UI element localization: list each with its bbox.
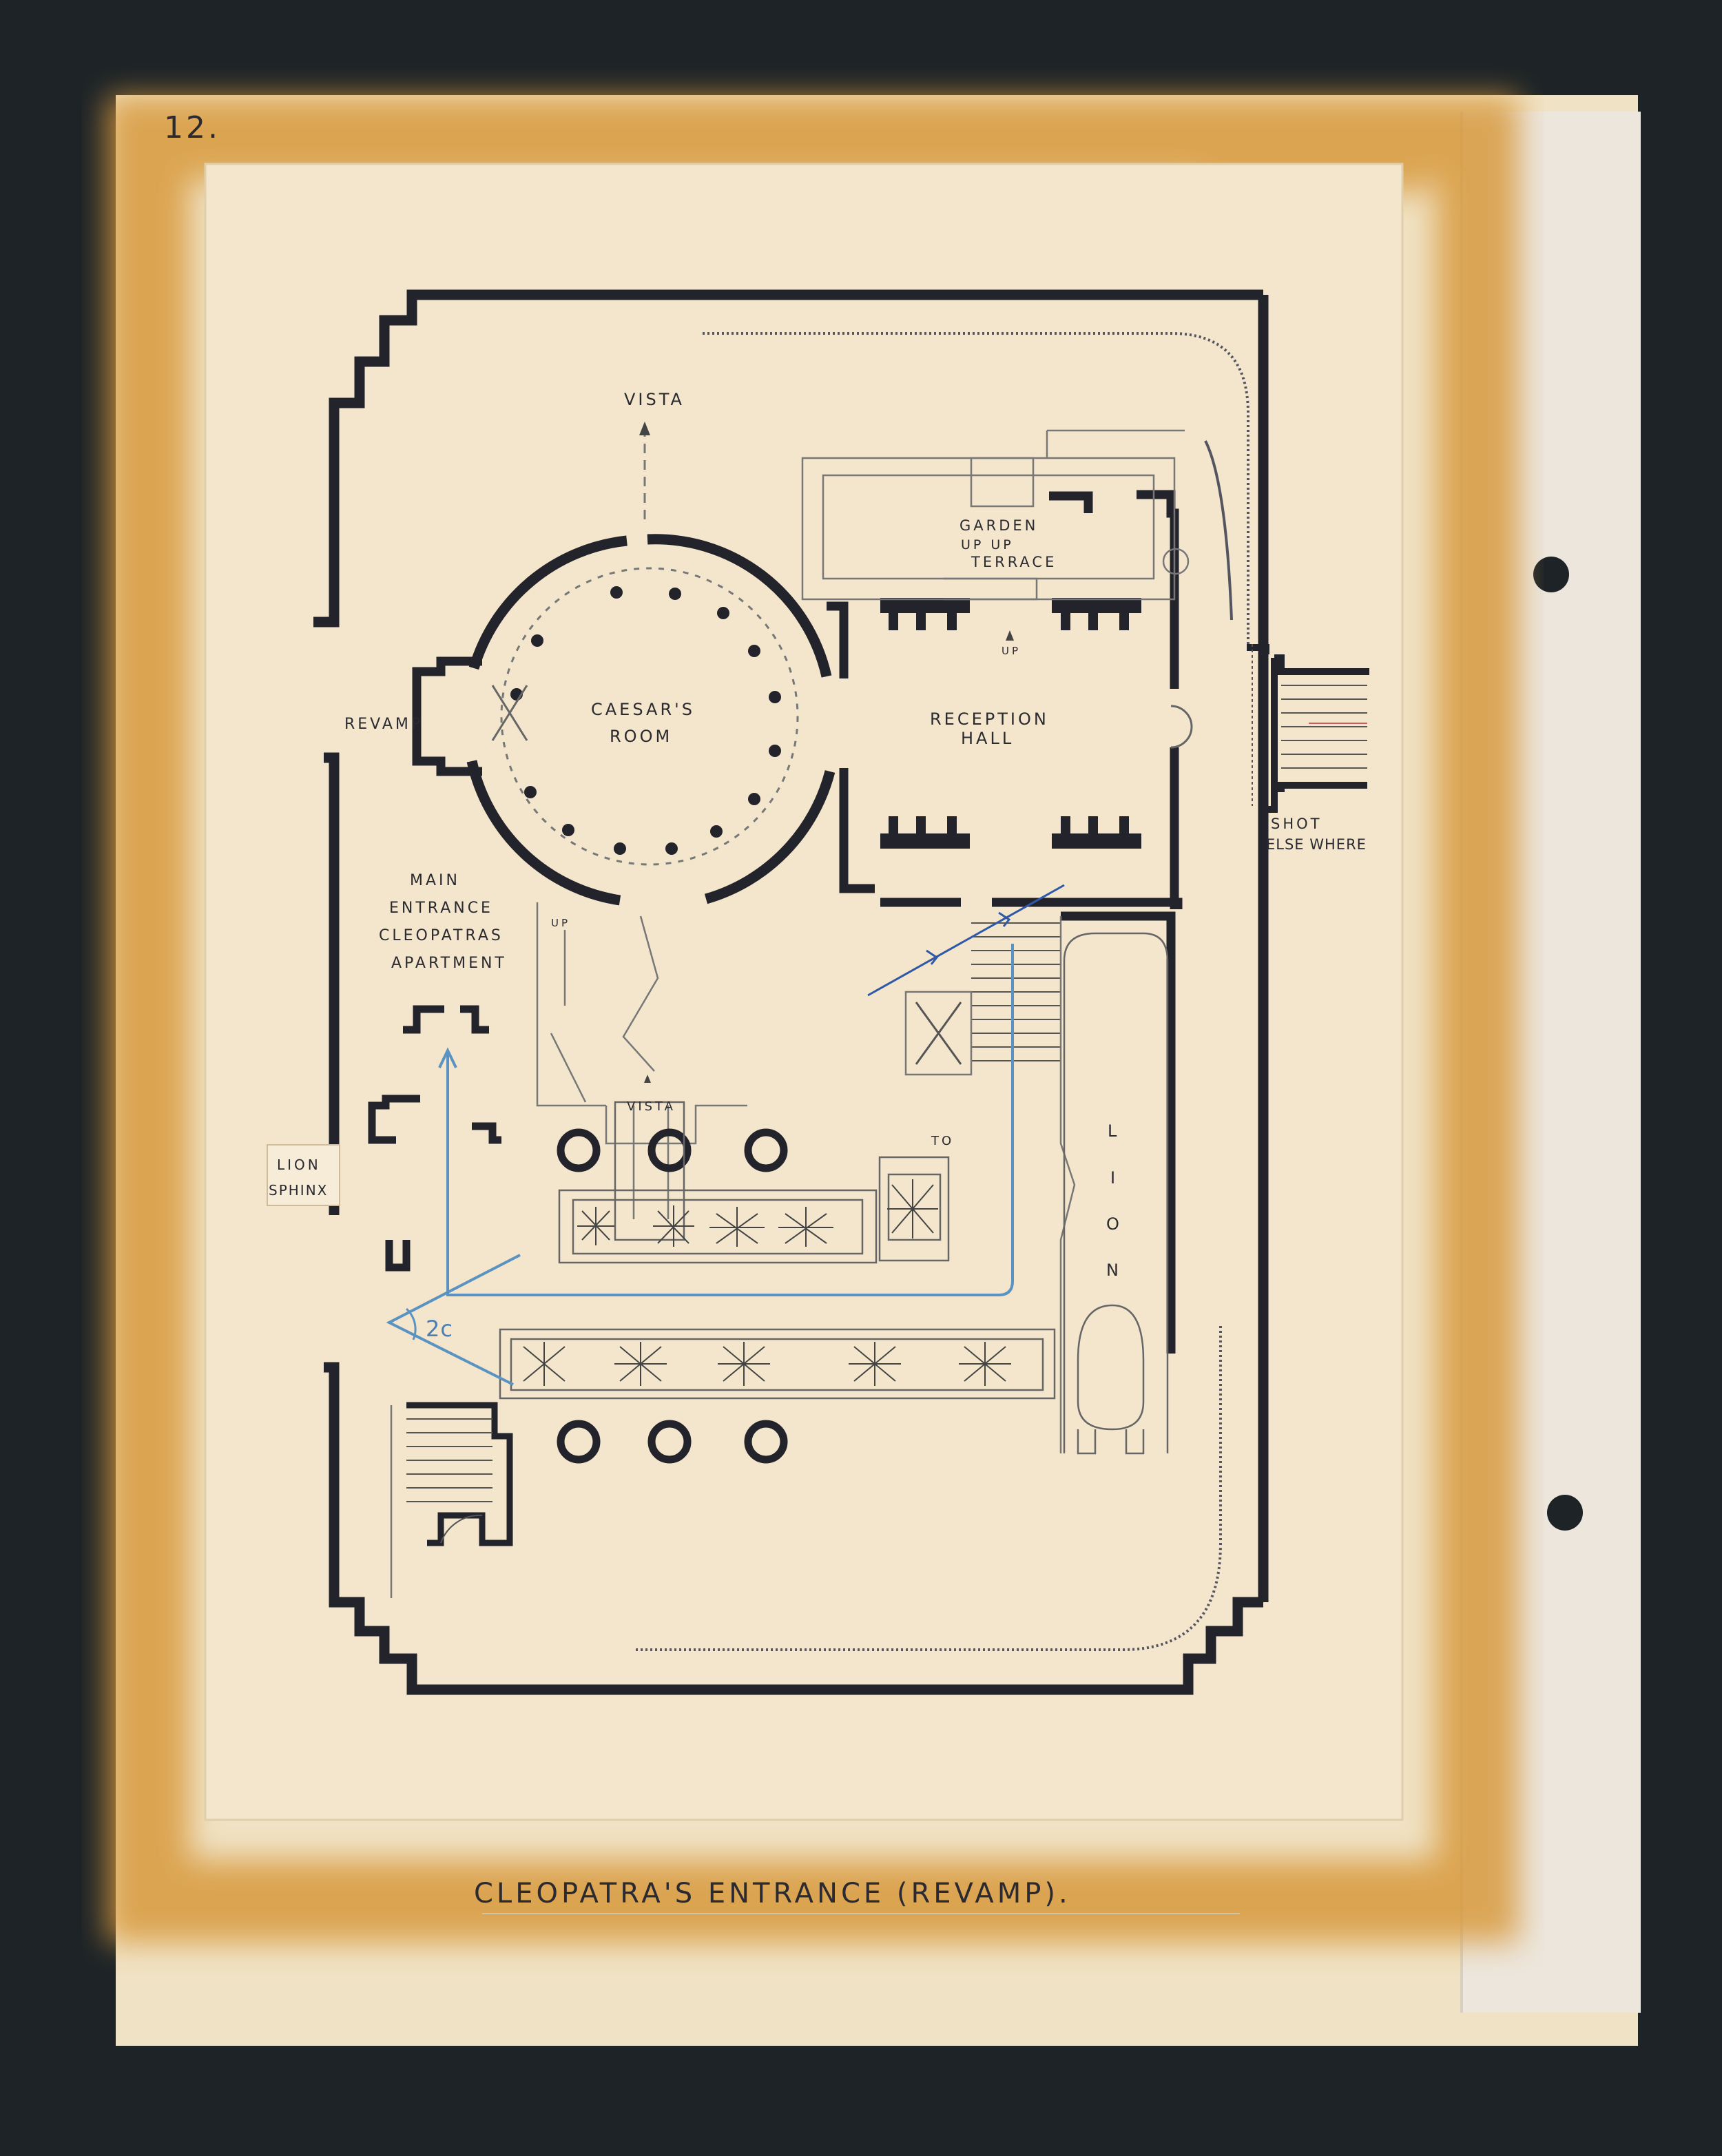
hall-benches	[880, 598, 1141, 849]
label-lion-sphinx-1: LION	[277, 1157, 321, 1173]
label-revamp: REVAMP	[344, 716, 423, 733]
page-number: 12.	[164, 110, 220, 145]
palm-plants	[523, 1179, 1011, 1386]
label-shot-2: ELSE WHERE	[1266, 836, 1367, 853]
lion-letter-4: N	[1106, 1261, 1121, 1280]
label-main-entrance-3: CLEOPATRAS	[379, 927, 504, 944]
label-reception-2: HALL	[961, 729, 1014, 748]
label-caesars-room-2: ROOM	[610, 727, 672, 746]
outer-walls	[313, 289, 1269, 1695]
label-terrace: TERRACE	[971, 554, 1057, 570]
lion-enclosure	[1063, 932, 1169, 1455]
reception-hall-walls	[827, 490, 1183, 1354]
entrance-sketch	[536, 902, 747, 1219]
stain-border	[107, 96, 1519, 1942]
caesars-room-rotunda	[412, 422, 836, 906]
lion-letter-3: O	[1106, 1214, 1122, 1234]
label-reception-1: RECEPTION	[930, 709, 1049, 729]
label-camera-mark: 2c	[426, 1316, 453, 1342]
garden-terrace	[801, 429, 1190, 601]
lower-left-stair	[390, 1402, 513, 1598]
planters	[499, 1101, 1056, 1400]
punch-hole-bottom	[1547, 1495, 1583, 1531]
label-up-small: UP	[551, 917, 570, 929]
colonnade	[557, 1128, 788, 1464]
label-vista-bottom: VISTA	[627, 1099, 676, 1114]
drawing-title: CLEOPATRA'S ENTRANCE (REVAMP).	[474, 1878, 1071, 1909]
plan-labels: VISTA GARDEN UP UP TERRACE UP CAESAR'S R…	[344, 390, 1367, 1342]
label-up-hall: UP	[1002, 645, 1021, 657]
lion-letter-2: I	[1110, 1168, 1118, 1188]
label-shot-1: SHOT	[1271, 816, 1322, 832]
lion-vertical-label: L I O N	[1106, 1121, 1122, 1280]
label-garden: GARDEN	[959, 517, 1038, 534]
lion-letter-1: L	[1108, 1121, 1119, 1141]
label-caesars-room-1: CAESAR'S	[591, 700, 695, 719]
blue-pencil-path	[386, 884, 1065, 1386]
label-lion-sphinx-2: SPHINX	[269, 1182, 328, 1199]
label-main-entrance-1: MAIN	[410, 872, 460, 889]
label-main-entrance-4: APARTMENT	[391, 955, 507, 972]
label-main-entrance-2: ENTRANCE	[389, 900, 493, 917]
label-vista-top: VISTA	[624, 390, 685, 409]
punch-hole-top	[1533, 557, 1569, 592]
lion-sphinx-tag: LION SPHINX	[267, 1144, 340, 1206]
label-up-up: UP UP	[961, 537, 1014, 552]
tracing-sheet	[205, 164, 1402, 1820]
side-stair	[1247, 644, 1369, 813]
main-entrance	[368, 1005, 501, 1272]
driveway-curve	[634, 332, 1249, 1651]
grand-stair	[904, 916, 1076, 1453]
label-to: TO	[931, 1134, 954, 1148]
